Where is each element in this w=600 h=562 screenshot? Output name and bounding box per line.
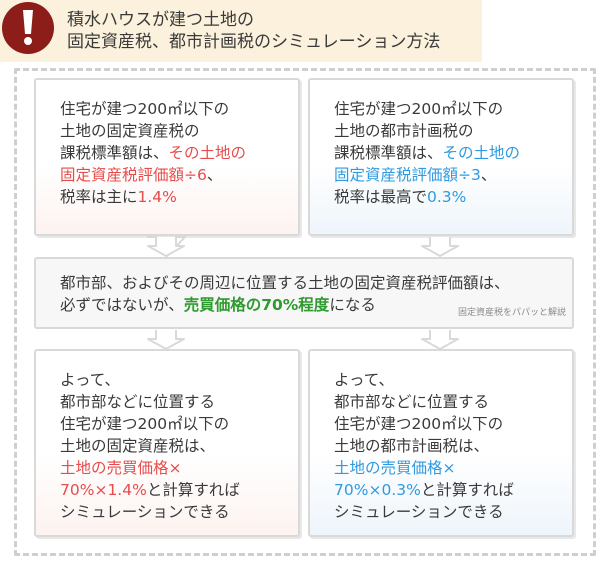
box-market-value-ratio: 都市部、およびその周辺に位置する土地の固定資産税評価額は、 必ずではないが、売買…	[34, 257, 574, 329]
box-city-planning-tax-simulation: よって、 都市部などに位置する 住宅が建つ200㎡以下の 土地の都市計画税は、 …	[308, 349, 574, 537]
credit-label: 固定資産税をパパッと解説	[457, 308, 566, 318]
text-highlight: 固定資産税評価額÷6	[60, 166, 207, 184]
text-plain: 課税標準額は、	[60, 144, 169, 162]
text-line: 住宅が建つ200㎡以下の	[60, 100, 230, 118]
text-line: 土地の固定資産税は、	[60, 437, 216, 455]
text-line: 税率は最高で0.3%	[334, 186, 572, 208]
text-highlight: 0.3%	[427, 188, 467, 206]
down-chevron-icon	[147, 330, 185, 350]
page-title: 積水ハウスが建つ土地の 固定資産税、都市計画税のシミュレーション方法	[67, 9, 440, 53]
text-line: 課税標準額は、その土地の	[334, 142, 572, 164]
text-plain: 税率は主に	[60, 188, 138, 206]
down-chevron-icon	[421, 237, 459, 257]
text-line: 住宅が建つ200㎡以下の	[60, 415, 230, 433]
text-line: 都市部、およびその周辺に位置する土地の固定資産税評価額は、	[60, 274, 510, 292]
text-highlight: 土地の売買価格×	[334, 459, 456, 477]
text-plain: と計算すれば	[146, 481, 240, 499]
outer-frame	[14, 68, 596, 556]
text-plain: になる	[329, 296, 376, 314]
text-line: 固定資産税評価額÷6、	[60, 164, 298, 186]
text-line: 固定資産税評価額÷3、	[334, 164, 572, 186]
text-line: 土地の都市計画税の	[334, 122, 474, 140]
down-chevron-icon	[147, 236, 186, 258]
text-highlight: その土地の	[442, 144, 521, 162]
text-line: 住宅が建つ200㎡以下の	[334, 415, 504, 433]
text-line: 都市部などに位置する	[60, 393, 216, 411]
down-chevron-icon	[421, 330, 459, 350]
text-line: よって、	[60, 371, 120, 389]
text-plain: 、	[480, 166, 497, 184]
text-plain: 税率は最高で	[334, 188, 428, 206]
text-line: 税率は主に1.4%	[60, 186, 298, 208]
box-city-planning-tax-standard: 住宅が建つ200㎡以下の 土地の都市計画税の 課税標準額は、その土地の 固定資産…	[308, 78, 574, 236]
text-line: 必ずではないが、売買価格の70%程度になる	[60, 294, 572, 316]
exclamation-icon	[2, 2, 54, 54]
text-line: 70%×1.4%と計算すれば	[60, 479, 298, 501]
text-line: シミュレーションできる	[334, 503, 504, 521]
text-plain: 課税標準額は、	[334, 144, 443, 162]
title-line-1: 積水ハウスが建つ土地の	[67, 10, 254, 30]
text-highlight: 売買価格の70%程度	[183, 296, 330, 314]
title-line-2: 固定資産税、都市計画税のシミュレーション方法	[67, 32, 441, 52]
text-plain: と計算すれば	[420, 481, 514, 499]
text-line: 土地の都市計画税は、	[334, 437, 490, 455]
text-line: よって、	[334, 371, 394, 389]
title-band: 積水ハウスが建つ土地の 固定資産税、都市計画税のシミュレーション方法	[0, 0, 482, 62]
text-line: 土地の固定資産税の	[60, 122, 200, 140]
box-property-tax-simulation: よって、 都市部などに位置する 住宅が建つ200㎡以下の 土地の固定資産税は、 …	[34, 349, 300, 537]
text-plain: 、	[206, 166, 223, 184]
text-highlight: 1.4%	[137, 188, 177, 206]
text-line: 70%×0.3%と計算すれば	[334, 479, 572, 501]
box-property-tax-standard: 住宅が建つ200㎡以下の 土地の固定資産税の 課税標準額は、その土地の 固定資産…	[34, 78, 300, 236]
text-line: 住宅が建つ200㎡以下の	[334, 100, 504, 118]
text-line: シミュレーションできる	[60, 503, 230, 521]
text-line: 課税標準額は、その土地の	[60, 142, 298, 164]
text-highlight: 固定資産税評価額÷3	[334, 166, 481, 184]
text-highlight: 70%×1.4%	[60, 481, 147, 499]
text-highlight: その土地の	[168, 144, 247, 162]
text-plain: 必ずではないが、	[60, 296, 184, 314]
text-highlight: 70%×0.3%	[334, 481, 421, 499]
text-highlight: 土地の売買価格×	[60, 459, 182, 477]
text-line: 都市部などに位置する	[334, 393, 490, 411]
